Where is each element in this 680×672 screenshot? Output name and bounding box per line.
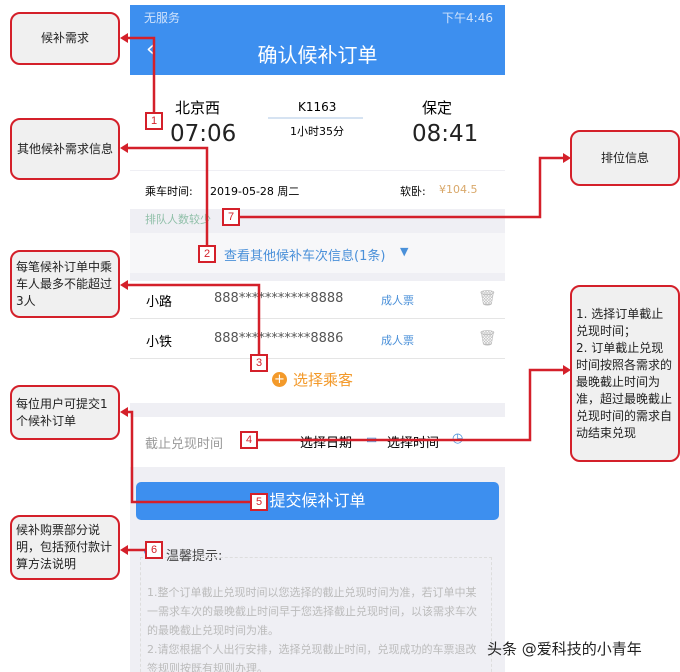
tips-box: 1.整个订单截止兑现时间以您选择的截止兑现时间为准，若订单中某一需求车次的最晚截… <box>140 557 492 672</box>
other-trains-link[interactable]: 查看其他候补车次信息(1条) <box>224 249 386 264</box>
nav-bar: ‹ 确认候补订单 <box>130 27 505 75</box>
passenger-name: 小路 <box>146 295 173 310</box>
callout-order-limit: 每位用户可提交1个候补订单 <box>10 385 120 440</box>
trash-icon[interactable]: 🗑 <box>478 289 498 307</box>
ticket-type[interactable]: 成人票 <box>381 294 414 307</box>
tips-title: 温馨提示: <box>166 549 223 564</box>
page-title: 确认候补订单 <box>257 43 378 67</box>
marker-4: 4 <box>240 431 258 449</box>
arrive-time: 08:41 <box>412 121 479 147</box>
marker-5: 5 <box>250 493 268 511</box>
watermark: 头条 @爱科技的小青年 <box>487 640 642 658</box>
seat-label: 软卧: <box>400 185 426 198</box>
depart-time: 07:06 <box>170 121 237 147</box>
callout-queue: 排位信息 <box>570 130 680 186</box>
marker-7: 7 <box>222 208 240 226</box>
price: ¥104.5 <box>439 183 478 196</box>
status-time: 下午4:46 <box>442 11 493 25</box>
duration: 1小时35分 <box>290 125 344 138</box>
clock-icon[interactable]: ◷ <box>452 431 464 446</box>
trash-icon[interactable]: 🗑 <box>478 329 498 347</box>
phone-screen: 无服务 下午4:46 ‹ 确认候补订单 北京西 07:06 K1163 1小时3… <box>130 5 505 672</box>
marker-6: 6 <box>145 541 163 559</box>
callout-other-demand: 其他候补需求信息 <box>10 118 120 180</box>
passenger-row: 小路 888***********8888 成人票 🗑 <box>130 281 505 319</box>
plus-icon: + <box>272 372 287 387</box>
marker-2: 2 <box>198 245 216 263</box>
deadline-label: 截止兑现时间 <box>145 437 224 452</box>
passenger-id: 888***********8888 <box>214 291 344 306</box>
add-passenger-button[interactable]: + 选择乘客 <box>272 369 353 390</box>
callout-deadline: 1. 选择订单截止兑现时间； 2. 订单截止兑现时间按照各需求的最晚截止时间为准… <box>570 285 680 462</box>
to-station: 保定 <box>422 99 453 117</box>
date-value: 2019-05-28 周二 <box>210 185 300 198</box>
passenger-name: 小铁 <box>146 335 173 350</box>
arrow-line <box>268 117 363 119</box>
train-number: K1163 <box>298 100 337 114</box>
status-bar: 无服务 下午4:46 <box>130 5 505 27</box>
tip-1: 1.整个订单截止兑现时间以您选择的截止兑现时间为准，若订单中某一需求车次的最晚截… <box>147 586 477 637</box>
passenger-row: 小铁 888***********8886 成人票 🗑 <box>130 319 505 359</box>
chevron-left-icon[interactable]: ‹ <box>146 37 155 62</box>
caret-down-icon: ▼ <box>400 245 409 258</box>
callout-passenger-limit: 每笔候补订单中乘车人最多不能超过3人 <box>10 250 120 318</box>
trip-card: 北京西 07:06 K1163 1小时35分 保定 08:41 <box>130 75 505 170</box>
marker-3: 3 <box>250 354 268 372</box>
other-trains-row[interactable]: 查看其他候补车次信息(1条) ▼ <box>130 233 505 273</box>
carrier-status: 无服务 <box>144 11 181 25</box>
callout-waitlist-demand: 候补需求 <box>10 12 120 65</box>
ride-info: 乘车时间: 2019-05-28 周二 软卧: ¥104.5 <box>130 171 505 209</box>
date-label: 乘车时间: <box>145 185 193 198</box>
ticket-type[interactable]: 成人票 <box>381 334 414 347</box>
queue-info: 排队人数较少 <box>145 213 211 226</box>
callout-tips: 候补购票部分说明，包括预付款计算方法说明 <box>10 515 120 580</box>
passenger-list: 小路 888***********8888 成人票 🗑 小铁 888******… <box>130 281 505 403</box>
add-passenger-label: 选择乘客 <box>293 371 354 389</box>
from-station: 北京西 <box>175 99 221 117</box>
marker-1: 1 <box>145 112 163 130</box>
tip-2: 2.请您根据个人出行安排，选择兑现截止时间，兑现成功的车票退改签规则按既有规则办… <box>147 643 477 672</box>
passenger-id: 888***********8886 <box>214 331 344 346</box>
